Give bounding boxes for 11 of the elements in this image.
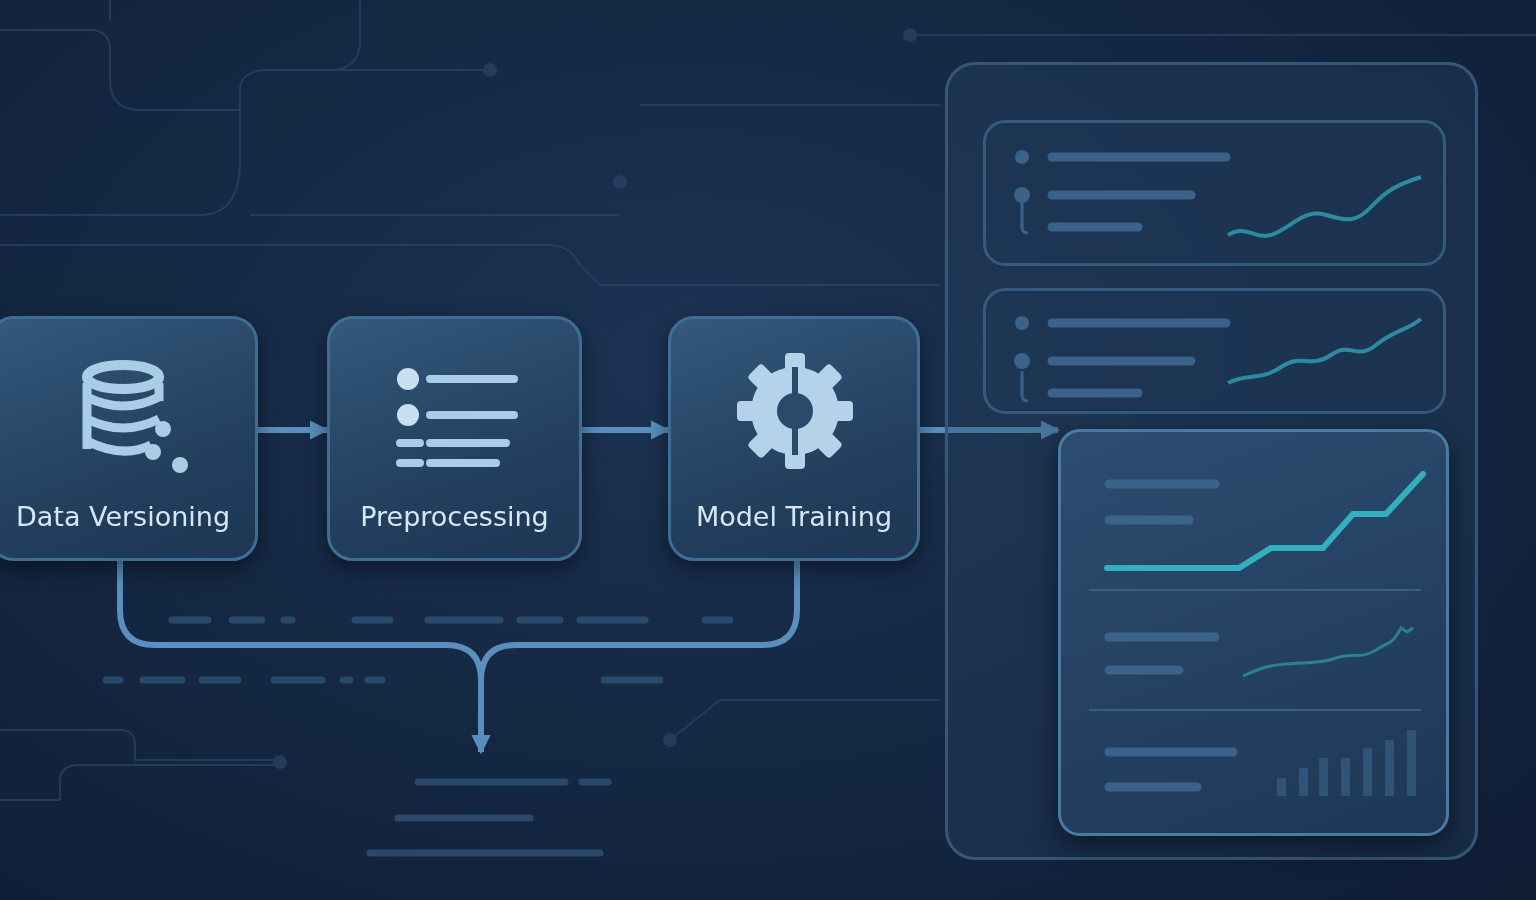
- process-box: [668, 316, 920, 561]
- arrow: [920, 420, 1060, 440]
- node-label: Preprocessing: [359, 501, 550, 532]
- process-box: [0, 316, 258, 561]
- node-label: Model Training: [694, 501, 894, 532]
- arrow: [582, 420, 670, 440]
- arrow: [471, 561, 800, 754]
- process-box: [327, 316, 582, 561]
- node-label: Data Versioning: [14, 501, 232, 532]
- arrow: [258, 420, 329, 440]
- dashboard-panel: [945, 62, 1478, 860]
